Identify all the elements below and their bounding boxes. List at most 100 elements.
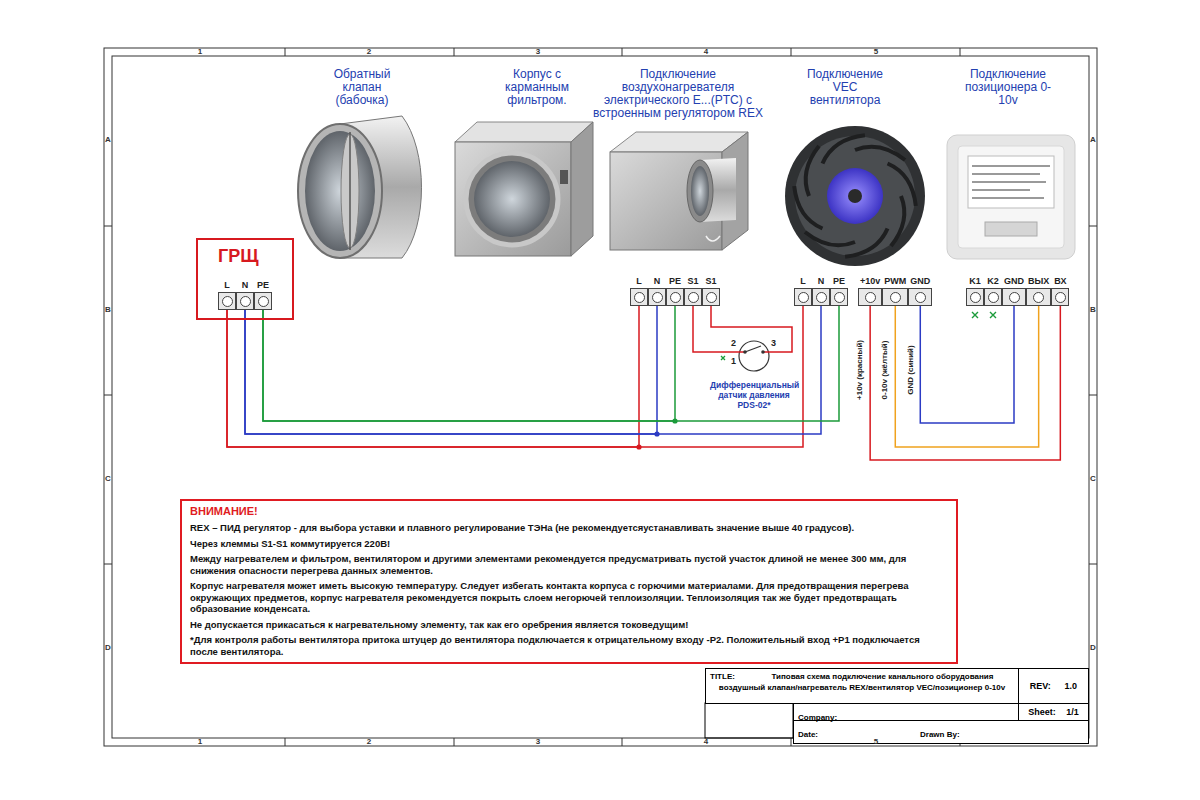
- terminal-screw-slot: [830, 288, 848, 306]
- terminal-block: LN PE: [218, 280, 272, 310]
- wire: [245, 306, 821, 434]
- terminal-cell: L: [794, 276, 812, 306]
- terminal-cell: S1: [684, 276, 702, 306]
- grid-number: 1: [190, 738, 210, 746]
- grid-letter: D: [104, 644, 112, 652]
- warning-text: ВНИМАНИЕ!: [190, 505, 948, 518]
- terminal-name: N: [240, 280, 251, 291]
- warning-box: ВНИМАНИЕ!REX – ПИД регулятор - для выбор…: [180, 499, 958, 664]
- positioner-print: [972, 166, 1050, 198]
- fan-housing: [785, 126, 925, 266]
- pin-number: 1: [731, 356, 736, 366]
- warning-text: Между нагревателем и фильтром, вентилято…: [190, 553, 948, 576]
- unused-contact-mark: [721, 356, 725, 360]
- terminal-name: PE: [255, 280, 271, 291]
- title-block-text: Date:: [798, 729, 920, 740]
- terminal-cell: ВХ: [1051, 276, 1069, 306]
- fan-motor: [827, 168, 883, 224]
- grid-ticks: [104, 48, 1097, 746]
- title-block-text: Company:: [798, 713, 837, 722]
- title-block-text: Sheet:: [1028, 707, 1056, 718]
- terminal-screw: [1033, 292, 1044, 303]
- sheet-cell: Sheet:1/1: [1018, 703, 1089, 721]
- terminal-screw: [670, 292, 681, 303]
- terminal-cell: +10v: [858, 276, 882, 306]
- title-block-text: Drawn By:: [920, 730, 960, 739]
- terminal-cell: PE: [254, 280, 272, 310]
- grid-number: 5: [866, 738, 886, 746]
- terminal-name: PWM: [882, 276, 908, 287]
- grid-letter: A: [1089, 136, 1097, 144]
- wire: [895, 306, 1038, 447]
- heater-cable: [706, 236, 720, 241]
- grid-letter: B: [1089, 306, 1097, 314]
- terminal-block: K1K2GNDВЫХВХ: [966, 276, 1069, 306]
- grid-letter: C: [104, 475, 112, 483]
- terminal-screw-slot: [1002, 288, 1026, 306]
- wire: [263, 306, 839, 421]
- warning-text: Корпус нагревателя может иметь высокую т…: [190, 580, 948, 615]
- terminal-screw-slot: [882, 288, 908, 306]
- terminal-screw-slot: [648, 288, 666, 306]
- filter-box-photo: [455, 122, 593, 256]
- terminal-name: S1: [685, 276, 700, 287]
- filter-latch: [560, 170, 568, 184]
- terminal-screw-slot: [966, 288, 984, 306]
- title-block-text: 1.0: [1065, 681, 1078, 692]
- terminal-screw: [816, 292, 827, 303]
- positioner-body: [958, 146, 1064, 248]
- wire: [263, 306, 675, 421]
- terminal-name: PE: [667, 276, 683, 287]
- wire: [870, 306, 1060, 460]
- terminal-cell: K2: [984, 276, 1002, 306]
- terminal-screw-slot: [684, 288, 702, 306]
- terminal-name: ВЫХ: [1026, 276, 1051, 287]
- terminal-name: N: [652, 276, 663, 287]
- terminal-screw: [652, 292, 663, 303]
- positioner-photo: [947, 135, 1075, 259]
- terminal-cell: ВЫХ: [1026, 276, 1051, 306]
- fan-wheel: [795, 136, 915, 256]
- terminal-screw-slot: [236, 292, 254, 310]
- terminal-name: GND: [908, 276, 932, 287]
- terminal-name: PE: [831, 276, 847, 287]
- wire-label: +10v (красный): [855, 340, 865, 400]
- terminal-cell: PE: [830, 276, 848, 306]
- terminal-screw: [688, 292, 699, 303]
- terminal-block: LNPES1S1: [630, 276, 720, 306]
- terminal-screw-slot: [794, 288, 812, 306]
- grid-letter: C: [1089, 475, 1097, 483]
- positioner-sticker: [968, 156, 1054, 208]
- terminal-screw: [834, 292, 845, 303]
- pressure-sensor: 213Дифференциальный датчик давления PDS-…: [728, 336, 780, 376]
- filter-collar: [466, 153, 558, 245]
- grid-number: 2: [359, 738, 379, 746]
- title-block-text: REV:: [1030, 681, 1051, 692]
- grid-number: 1: [190, 48, 210, 56]
- wire: [227, 306, 639, 447]
- damper-photo: [298, 116, 422, 258]
- damper-bore: [305, 131, 375, 251]
- terminal-name: L: [222, 280, 232, 291]
- grid-letter: B: [104, 306, 112, 314]
- warning-text: *Для контроля работы вентилятора притока…: [190, 634, 948, 657]
- pin-number: 3: [771, 338, 776, 348]
- unused-terminal-mark: [990, 312, 996, 318]
- terminal-screw: [915, 292, 926, 303]
- terminal-screw-slot: [630, 288, 648, 306]
- fan-blade: [805, 232, 855, 245]
- terminal-cell: GND: [908, 276, 932, 306]
- terminal-cell: PWM: [882, 276, 908, 306]
- heater-photo: [610, 132, 748, 250]
- damper-axis: [349, 132, 351, 250]
- terminal-screw: [798, 292, 809, 303]
- grid-letter: A: [104, 136, 112, 144]
- sheet-border: [104, 48, 1097, 746]
- sensor-body: [739, 341, 769, 371]
- wire-label: 0-10v (жёлтый): [880, 341, 890, 400]
- date-cell: Date:Drawn By:: [793, 720, 1089, 744]
- filter-front: [455, 142, 571, 256]
- wire-junction: [654, 431, 659, 436]
- terminal-screw: [258, 296, 269, 307]
